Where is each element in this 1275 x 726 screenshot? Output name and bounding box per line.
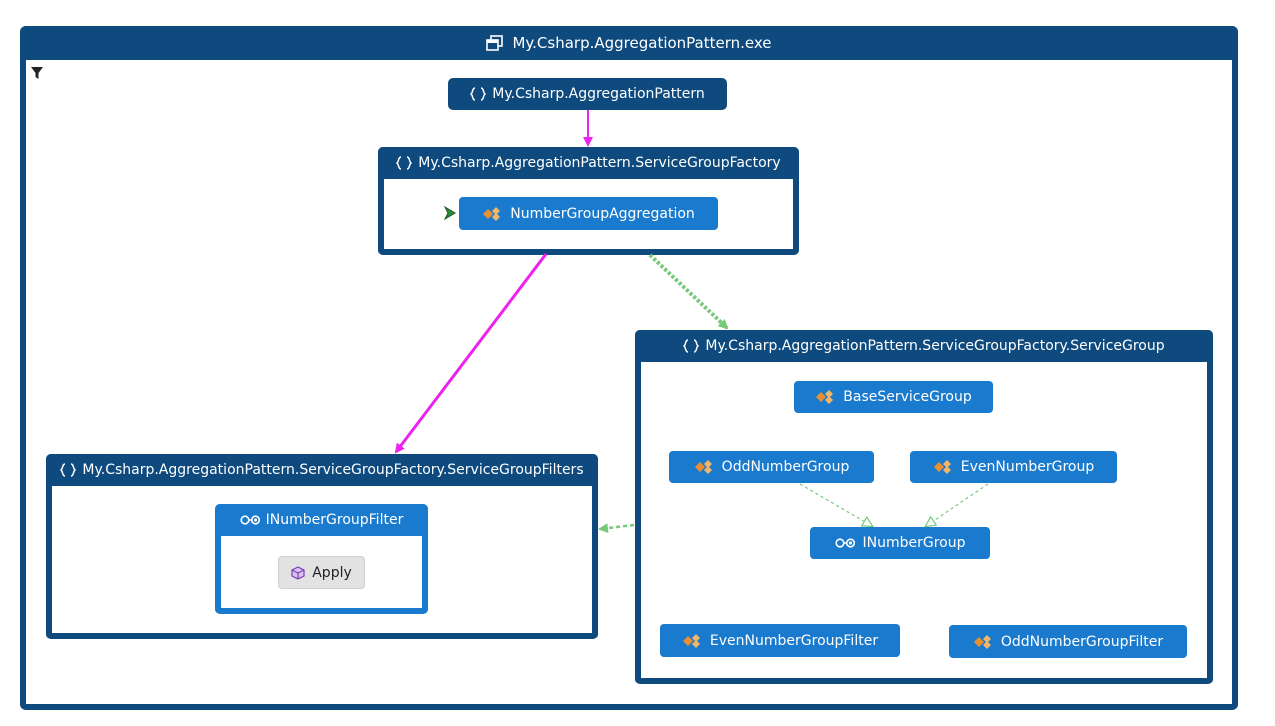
class-even-number-group-filter[interactable]: EvenNumberGroupFilter xyxy=(660,624,900,657)
class-even-number-group[interactable]: EvenNumberGroup xyxy=(910,451,1117,483)
filter-funnel-icon[interactable] xyxy=(31,64,43,83)
namespace-filters-title[interactable]: My.Csharp.AggregationPattern.ServiceGrou… xyxy=(46,454,598,486)
assembly-icon xyxy=(486,35,504,51)
interface-inumber-group[interactable]: INumberGroup xyxy=(810,527,990,559)
class-label: BaseServiceGroup xyxy=(843,389,972,405)
class-number-group-aggregation[interactable]: NumberGroupAggregation xyxy=(459,197,718,230)
class-label: EvenNumberGroup xyxy=(960,459,1095,475)
entry-point-chevron-icon xyxy=(444,206,456,220)
interface-label: INumberGroup xyxy=(862,535,966,551)
interface-lollipop-icon xyxy=(240,514,260,526)
class-odd-number-group[interactable]: OddNumberGroup xyxy=(669,451,874,483)
class-label: NumberGroupAggregation xyxy=(510,205,695,222)
namespace-service-group-label: My.Csharp.AggregationPattern.ServiceGrou… xyxy=(705,338,1165,354)
interface-inumber-group-filter-title[interactable]: INumberGroupFilter xyxy=(215,504,428,536)
interface-lollipop-icon xyxy=(834,537,855,549)
class-label: EvenNumberGroupFilter xyxy=(709,632,879,649)
class-icon xyxy=(694,459,714,475)
namespace-braces-icon xyxy=(396,156,413,170)
interface-label: INumberGroupFilter xyxy=(265,512,404,528)
namespace-filters-label: My.Csharp.AggregationPattern.ServiceGrou… xyxy=(82,462,584,478)
class-label: OddNumberGroupFilter xyxy=(1000,633,1164,650)
namespace-braces-icon xyxy=(60,463,77,477)
class-icon xyxy=(482,206,502,222)
class-icon xyxy=(815,389,835,405)
namespace-factory-title[interactable]: My.Csharp.AggregationPattern.ServiceGrou… xyxy=(378,147,799,179)
namespace-braces-icon xyxy=(683,339,700,353)
class-label: OddNumberGroup xyxy=(721,459,850,475)
namespace-braces-icon xyxy=(470,87,487,101)
namespace-service-group-title[interactable]: My.Csharp.AggregationPattern.ServiceGrou… xyxy=(635,330,1213,362)
class-odd-number-group-filter[interactable]: OddNumberGroupFilter xyxy=(949,625,1187,658)
method-label: Apply xyxy=(312,564,352,581)
class-base-service-group[interactable]: BaseServiceGroup xyxy=(794,381,993,413)
class-icon xyxy=(933,459,953,475)
assembly-title-bar[interactable]: My.Csharp.AggregationPattern.exe xyxy=(20,26,1238,60)
assembly-title: My.Csharp.AggregationPattern.exe xyxy=(512,34,772,52)
class-icon xyxy=(973,634,993,650)
namespace-root-label: My.Csharp.AggregationPattern xyxy=(492,86,705,102)
namespace-root[interactable]: My.Csharp.AggregationPattern xyxy=(448,78,727,110)
namespace-factory-label: My.Csharp.AggregationPattern.ServiceGrou… xyxy=(418,155,781,171)
method-apply[interactable]: Apply xyxy=(278,556,365,589)
method-cube-icon xyxy=(291,565,305,580)
class-icon xyxy=(682,633,702,649)
